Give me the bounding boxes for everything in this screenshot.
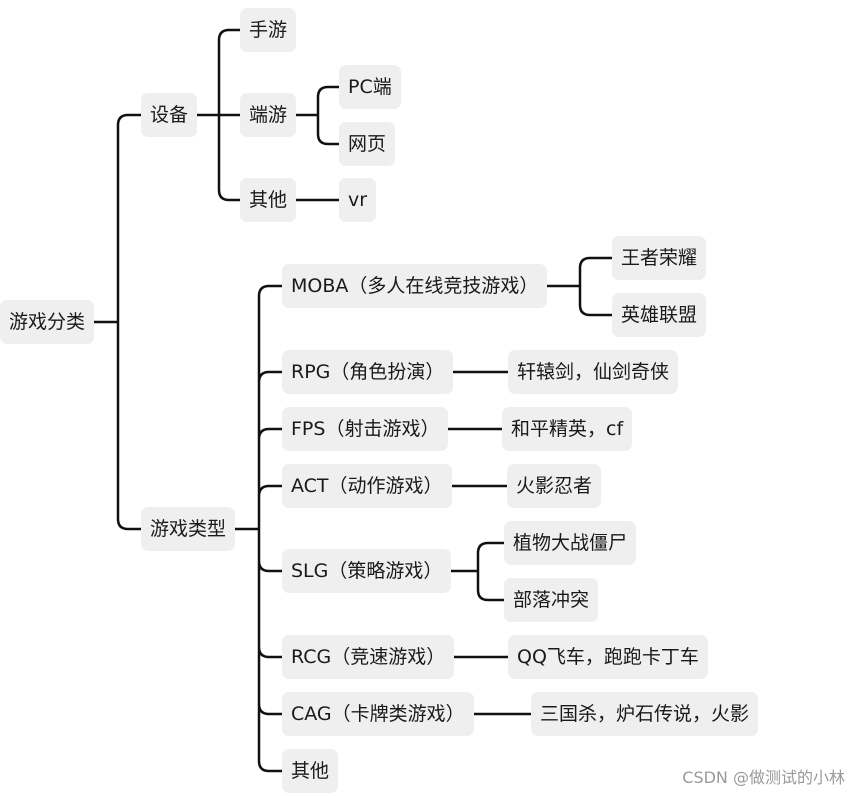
connector-line [92, 113, 143, 531]
node-game-type: 游戏类型 [141, 507, 236, 551]
connector-line [294, 85, 341, 146]
connector-line [233, 284, 284, 773]
node-slg: SLG（策略游戏） [282, 549, 452, 593]
node-lol: 英雄联盟 [612, 293, 707, 337]
node-vr: vr [339, 178, 377, 222]
node-act: ACT（动作游戏） [282, 464, 452, 508]
node-type-other: 其他 [282, 749, 339, 793]
node-device: 设备 [141, 93, 198, 137]
node-web: 网页 [339, 122, 396, 166]
connector-line [195, 28, 242, 202]
node-rpg: RPG（角色扮演） [282, 350, 454, 394]
node-rcg-examples: QQ飞车，跑跑卡丁车 [508, 635, 708, 679]
node-rcg: RCG（竞速游戏） [282, 635, 455, 679]
node-mobile-game: 手游 [240, 8, 297, 52]
node-naruto: 火影忍者 [507, 464, 602, 508]
node-pvz: 植物大战僵尸 [504, 521, 637, 565]
node-device-other: 其他 [240, 178, 297, 222]
node-coc: 部落冲突 [504, 578, 599, 622]
node-root: 游戏分类 [0, 300, 95, 344]
node-cag-examples: 三国杀，炉石传说，火影 [531, 692, 759, 736]
connector-line [449, 541, 506, 602]
node-fps-examples: 和平精英，cf [502, 407, 633, 451]
node-moba: MOBA（多人在线竞技游戏） [282, 264, 548, 308]
node-rpg-examples: 轩辕剑，仙剑奇侠 [508, 350, 679, 394]
node-pc: PC端 [339, 65, 401, 109]
connector-line [545, 256, 614, 317]
node-cag: CAG（卡牌类游戏） [282, 692, 474, 736]
node-honor-of-kings: 王者荣耀 [612, 236, 707, 280]
node-fps: FPS（射击游戏） [282, 407, 449, 451]
watermark: CSDN @做测试的小林 [682, 768, 845, 787]
node-client-game: 端游 [240, 93, 297, 137]
